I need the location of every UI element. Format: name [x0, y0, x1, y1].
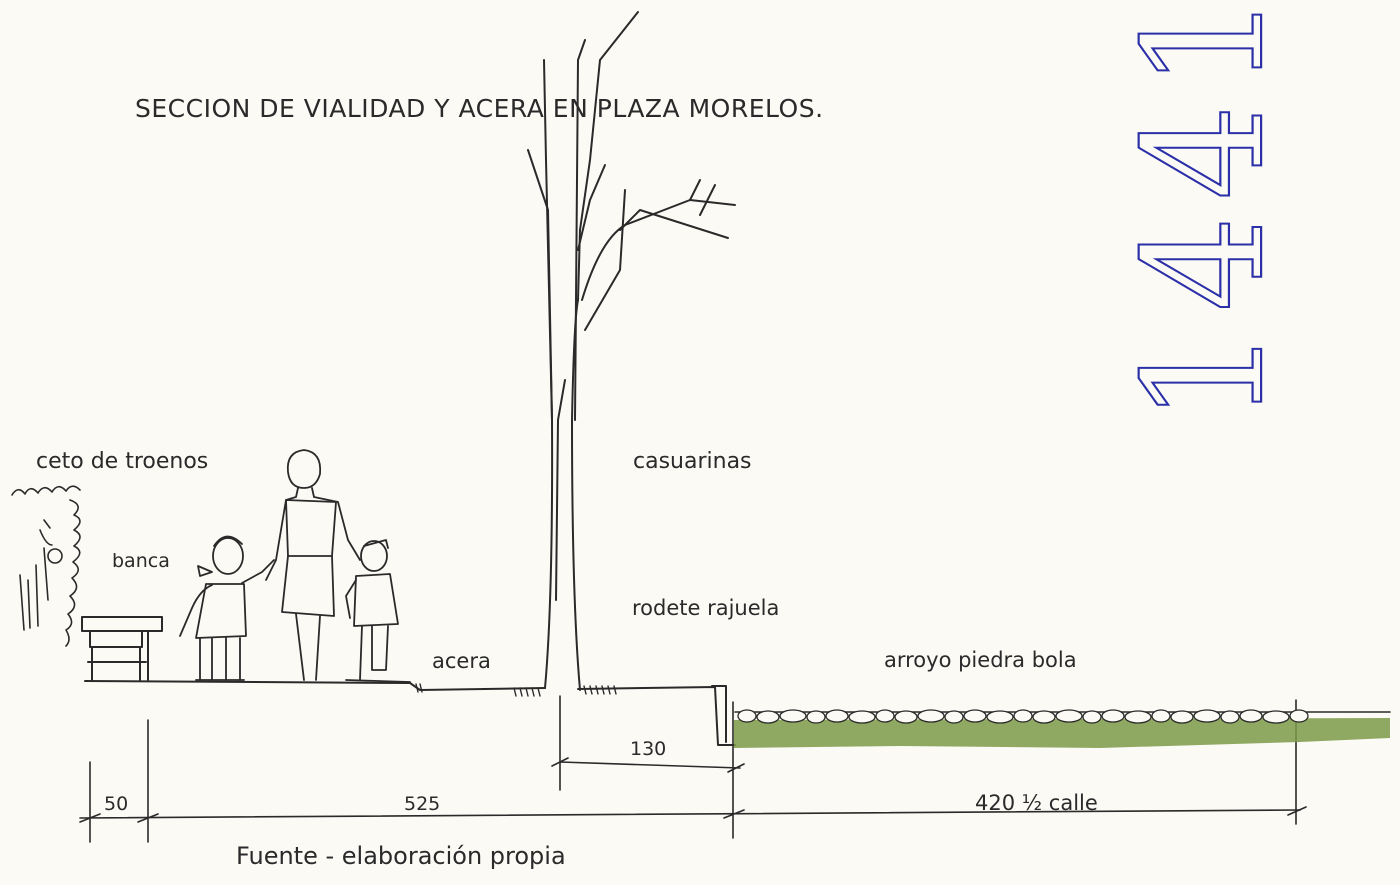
stone: [1032, 710, 1056, 724]
hedge-label: ceto de troenos: [36, 449, 209, 474]
stone: [1082, 710, 1102, 724]
page-number-text: 1441: [1108, 0, 1301, 424]
stone: [875, 709, 895, 723]
stone: [1170, 710, 1194, 724]
stone: [779, 709, 807, 723]
tree-icon: [527, 11, 736, 691]
stone: [917, 709, 945, 723]
source-note: Fuente - elaboración propia: [236, 842, 566, 870]
stone: [1055, 709, 1083, 723]
ground-line: [84, 680, 546, 691]
bench-label: banca: [112, 550, 170, 572]
sidewalk-label: acera: [432, 649, 491, 673]
stone: [737, 709, 757, 723]
child-figure: [179, 535, 275, 681]
stone: [986, 710, 1014, 724]
bench-icon: [81, 616, 163, 681]
dimension-130: 130: [630, 738, 667, 760]
dimension-525: 525: [404, 793, 441, 815]
stone: [1262, 710, 1290, 724]
grass-tufts: [415, 683, 617, 697]
stone: [894, 710, 918, 724]
child-figure: [345, 539, 411, 683]
dimension-50: 50: [104, 793, 129, 815]
stone: [1151, 709, 1171, 723]
stone: [963, 709, 987, 723]
curb: [711, 685, 727, 743]
diagram-title: SECCION DE VIALIDAD Y ACERA EN PLAZA MOR…: [135, 94, 824, 123]
stone: [756, 710, 780, 724]
hedge-icon: [11, 485, 81, 647]
stone: [1013, 709, 1033, 723]
adult-figure: [265, 449, 361, 681]
road-grass-band: [734, 718, 1390, 748]
tree-label: casuarinas: [633, 449, 752, 474]
stone: [806, 710, 826, 724]
road-stones: [737, 709, 1309, 724]
stone: [1193, 709, 1221, 723]
stone: [848, 710, 876, 724]
stone: [1124, 710, 1152, 724]
stone: [944, 710, 964, 724]
stone: [1289, 709, 1309, 723]
page-number: 1441: [1108, 0, 1301, 424]
dimension-420: 420 ½ calle: [975, 791, 1098, 815]
stone: [1239, 709, 1263, 723]
stone: [1220, 710, 1240, 724]
stone: [825, 709, 849, 723]
sidewalk-line: [577, 686, 736, 746]
road-label: arroyo piedra bola: [884, 648, 1077, 672]
curb-label: rodete rajuela: [632, 596, 780, 620]
stone: [1101, 709, 1125, 723]
